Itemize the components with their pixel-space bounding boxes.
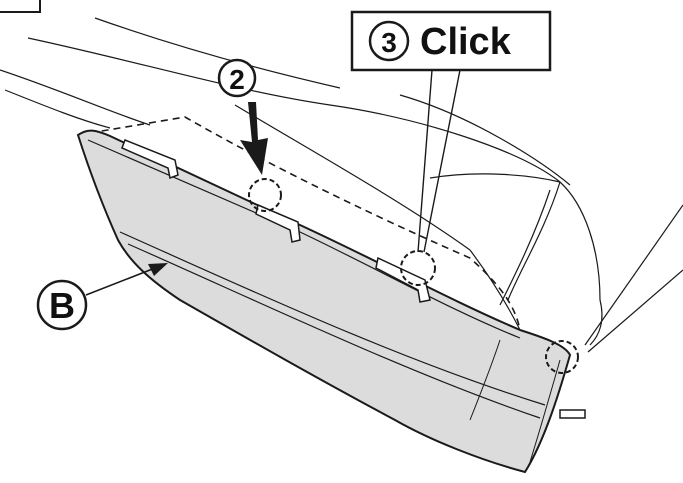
vehicle-body-lines <box>0 17 683 353</box>
step-3-action-label: Click <box>420 21 512 63</box>
step-3-leader-lines <box>417 69 461 253</box>
step-2-circle <box>217 58 257 98</box>
step-2-number: 2 <box>229 64 245 95</box>
clip-circle-2 <box>248 178 282 212</box>
step-3-number: 3 <box>381 27 397 58</box>
part-b-arrowhead <box>148 263 168 276</box>
part-b-circle <box>36 279 88 331</box>
clip-dashed-outline <box>77 116 521 331</box>
part-b-leader-line <box>85 267 156 296</box>
clip-position-circles <box>248 178 579 374</box>
clip-circle-3 <box>400 250 436 286</box>
part-b-letter: B <box>49 285 75 326</box>
cropped-label-box <box>0 0 41 13</box>
step-3-circle <box>368 20 410 62</box>
trim-panel-b <box>76 129 572 474</box>
clip-circle-corner <box>545 340 579 374</box>
panel-clips <box>121 139 586 419</box>
step-2-arrow <box>240 102 268 175</box>
